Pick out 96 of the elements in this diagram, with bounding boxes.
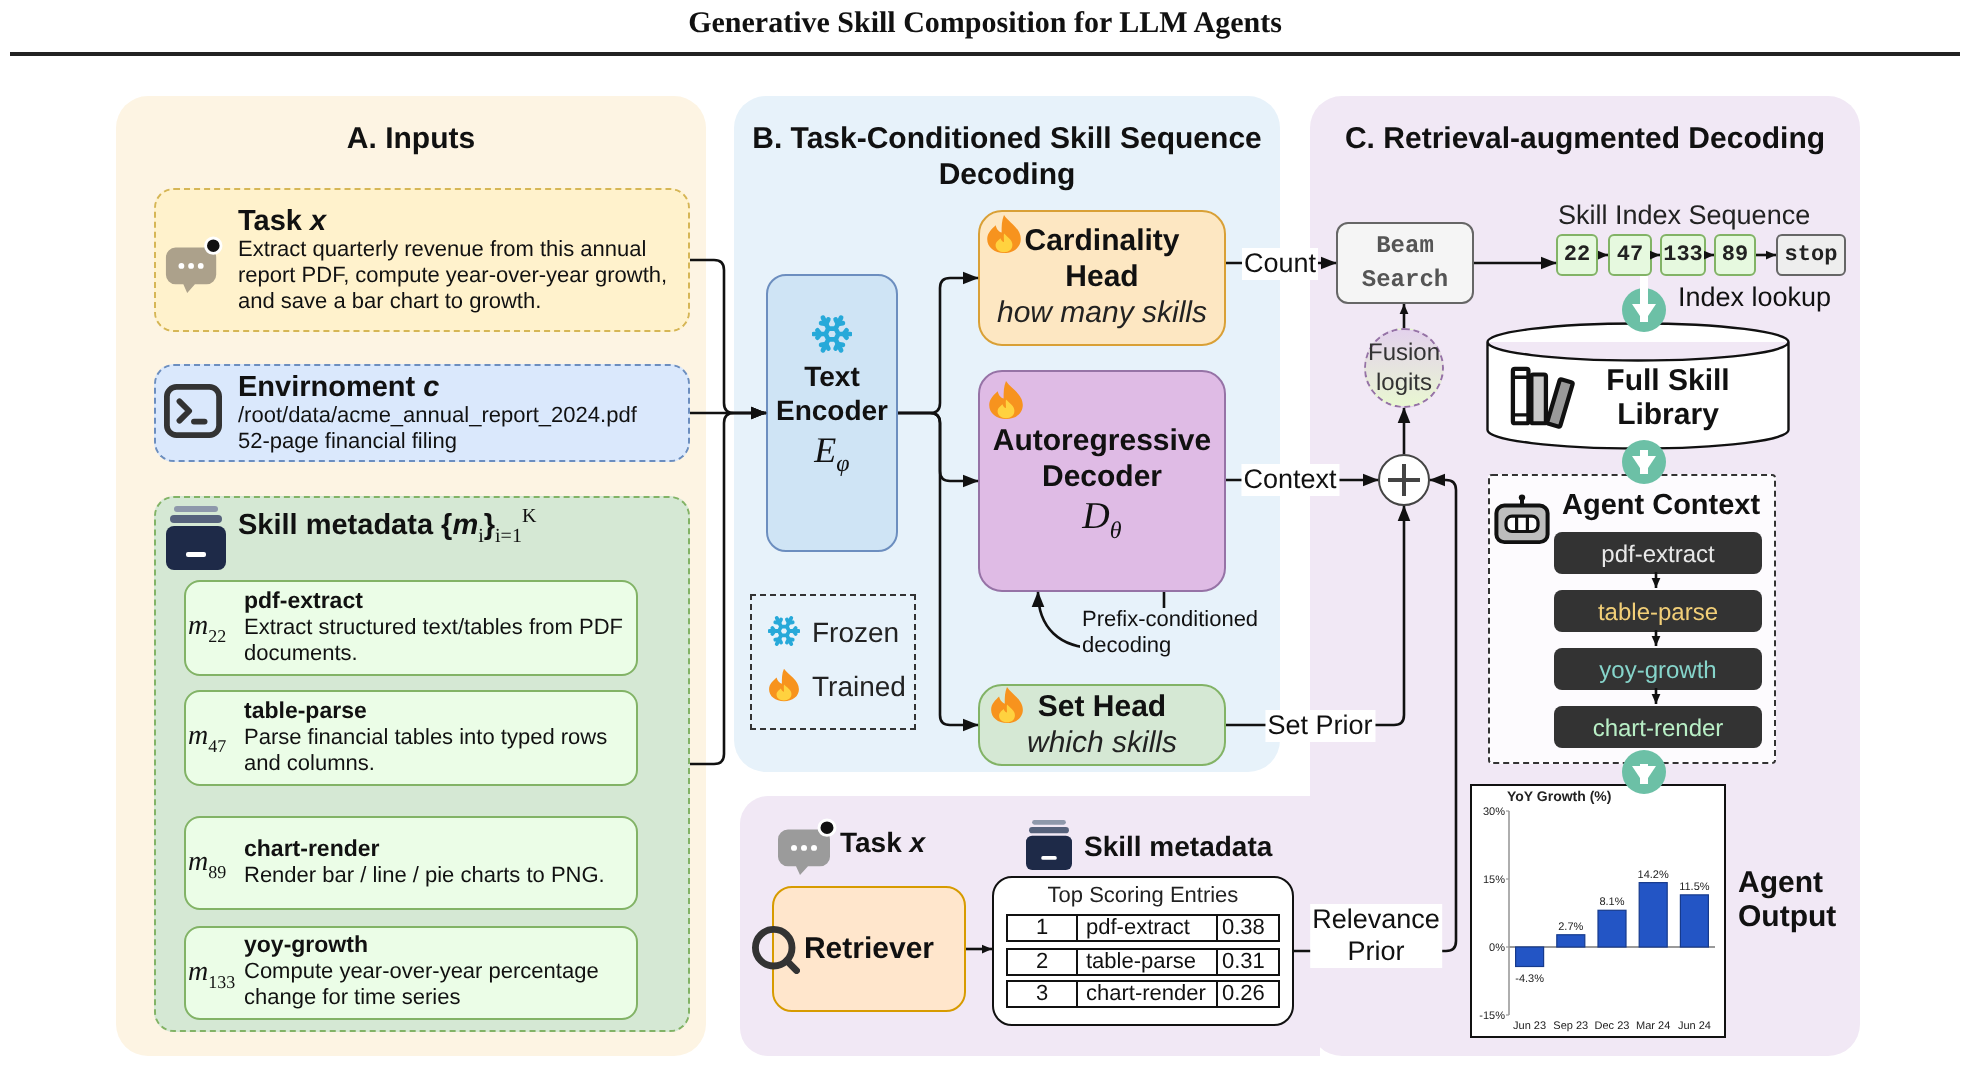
retriever-label: Retriever — [803, 929, 935, 969]
arrow — [1474, 256, 1557, 270]
arrow — [1598, 250, 1608, 260]
context-heading: Agent Context — [1562, 488, 1761, 524]
arrow — [898, 411, 979, 732]
index-token: 89 — [1714, 234, 1756, 276]
arrow — [1399, 304, 1409, 328]
arrow — [1756, 250, 1776, 260]
skill-symbol: m$_{133}$ — [188, 957, 236, 989]
encoder-label: Text Encoder — [775, 360, 888, 428]
table-title: Top Scoring Entries — [1047, 882, 1239, 910]
context-panel — [1488, 474, 1776, 764]
input-label: Task x — [840, 824, 926, 860]
input-card — [154, 188, 690, 332]
input-card — [154, 364, 690, 462]
rank-number: 1 — [1033, 916, 1051, 940]
skill-card — [184, 816, 638, 910]
sequence-title: Skill Index Sequence — [1558, 200, 1811, 232]
skill-description: Compute year-over-year percentage change for time series — [244, 960, 601, 1012]
rank-number: 3 — [1033, 982, 1051, 1006]
score-value: 0.31 — [1216, 949, 1278, 973]
score-table — [992, 876, 1294, 1026]
diagram-title: Generative Skill Composition for LLM Agents — [688, 8, 1282, 42]
skill-name: yoy-growth — [244, 934, 368, 960]
score-value: 0.38 — [1216, 916, 1278, 940]
skill-symbol: m$_{22}$ — [188, 612, 227, 644]
decoder-box — [978, 370, 1226, 592]
skill-description: Extract structured text/tables from PDF documents. — [244, 615, 626, 667]
input-heading: Task x — [238, 205, 327, 237]
arrow — [1632, 450, 1656, 474]
skill-name: chart-render — [244, 837, 380, 863]
rank-number: 2 — [1033, 949, 1051, 973]
arrow — [1632, 276, 1656, 322]
input-description: 52-page financial filing — [238, 429, 457, 455]
head-title: Autoregressive Decoder — [992, 423, 1212, 495]
index-token: 47 — [1608, 234, 1652, 276]
legend-label: Trained — [812, 669, 906, 703]
arrow — [1650, 250, 1660, 260]
skill-name: pdf-extract — [1076, 916, 1216, 940]
fusion-circle: Fusion logits — [1364, 328, 1444, 408]
skill-step: table-parse — [1554, 590, 1762, 632]
skill-name: pdf-extract — [244, 589, 363, 615]
edge-label: Relevance Prior — [1310, 904, 1442, 968]
edge-label: Index lookup — [1676, 282, 1834, 314]
input-label: Skill metadata — [1084, 828, 1273, 864]
legend-label: Frozen — [812, 615, 900, 649]
head-title: Cardinality Head — [1024, 224, 1180, 296]
arrow — [1651, 572, 1661, 588]
skill-step: chart-render — [1554, 706, 1762, 748]
head-subtitle: how many skills — [996, 296, 1208, 332]
set-head-box — [978, 684, 1226, 766]
summation-node — [1378, 454, 1430, 506]
output-caption: Agent Output — [1738, 868, 1837, 934]
input-description: Extract quarterly revenue from this annual report PDF, compute year-over-year growth, and save a bar chart to growth. — [238, 237, 670, 315]
skill-name: chart-render — [1076, 982, 1216, 1006]
section-panel — [116, 96, 706, 1056]
section-title: C. Retrieval-augmented Decoding — [1344, 122, 1826, 158]
skill-card — [184, 926, 638, 1020]
edge-label: Context — [1241, 464, 1339, 496]
head-title: Set Head — [1037, 689, 1167, 725]
skill-card — [184, 580, 638, 676]
arrow — [1397, 407, 1411, 454]
math-symbol: E$_{φ}$ — [814, 428, 850, 472]
arrow — [966, 944, 992, 954]
arrow — [1704, 250, 1714, 260]
arrow — [1651, 630, 1661, 646]
skill-name: table-parse — [1076, 949, 1216, 973]
chart-frame — [1470, 784, 1726, 1038]
input-card — [154, 496, 690, 1032]
arrow — [1651, 688, 1661, 704]
library-label: Full Skill Library — [1604, 364, 1732, 432]
cardinality-head-box — [978, 210, 1226, 346]
head-subtitle: which skills — [1026, 725, 1177, 761]
beam-search-box: Beam Search — [1336, 222, 1474, 304]
index-token: 133 — [1660, 234, 1706, 276]
skill-name: table-parse — [244, 699, 367, 725]
skill-symbol: m$_{89}$ — [188, 847, 227, 879]
index-token: 22 — [1556, 234, 1598, 276]
arrow — [690, 406, 767, 766]
skill-description: Parse financial tables into typed rows and columns. — [244, 725, 610, 777]
skill-description: Render bar / line / pie charts to PNG. — [244, 863, 607, 889]
section-title: A. Inputs — [346, 122, 476, 158]
section-title: B. Task-Conditioned Skill Sequence Decoding — [750, 122, 1264, 194]
skill-step: yoy-growth — [1554, 648, 1762, 690]
edge-label: Set Prior — [1265, 709, 1375, 741]
score-value: 0.26 — [1216, 982, 1278, 1006]
input-description: /root/data/acme_annual_report_2024.pdf — [238, 403, 637, 429]
math-symbol: D$_{θ}$ — [1082, 495, 1122, 539]
stop-token: stop — [1776, 234, 1846, 276]
encoder-box — [766, 274, 898, 552]
arrow — [1632, 764, 1656, 784]
skill-step: pdf-extract — [1554, 532, 1762, 574]
skill-card — [184, 690, 638, 786]
edge-label: Count — [1241, 247, 1319, 279]
input-heading: Envirnoment c — [238, 371, 440, 403]
skill-symbol: m$_{47}$ — [188, 722, 227, 754]
